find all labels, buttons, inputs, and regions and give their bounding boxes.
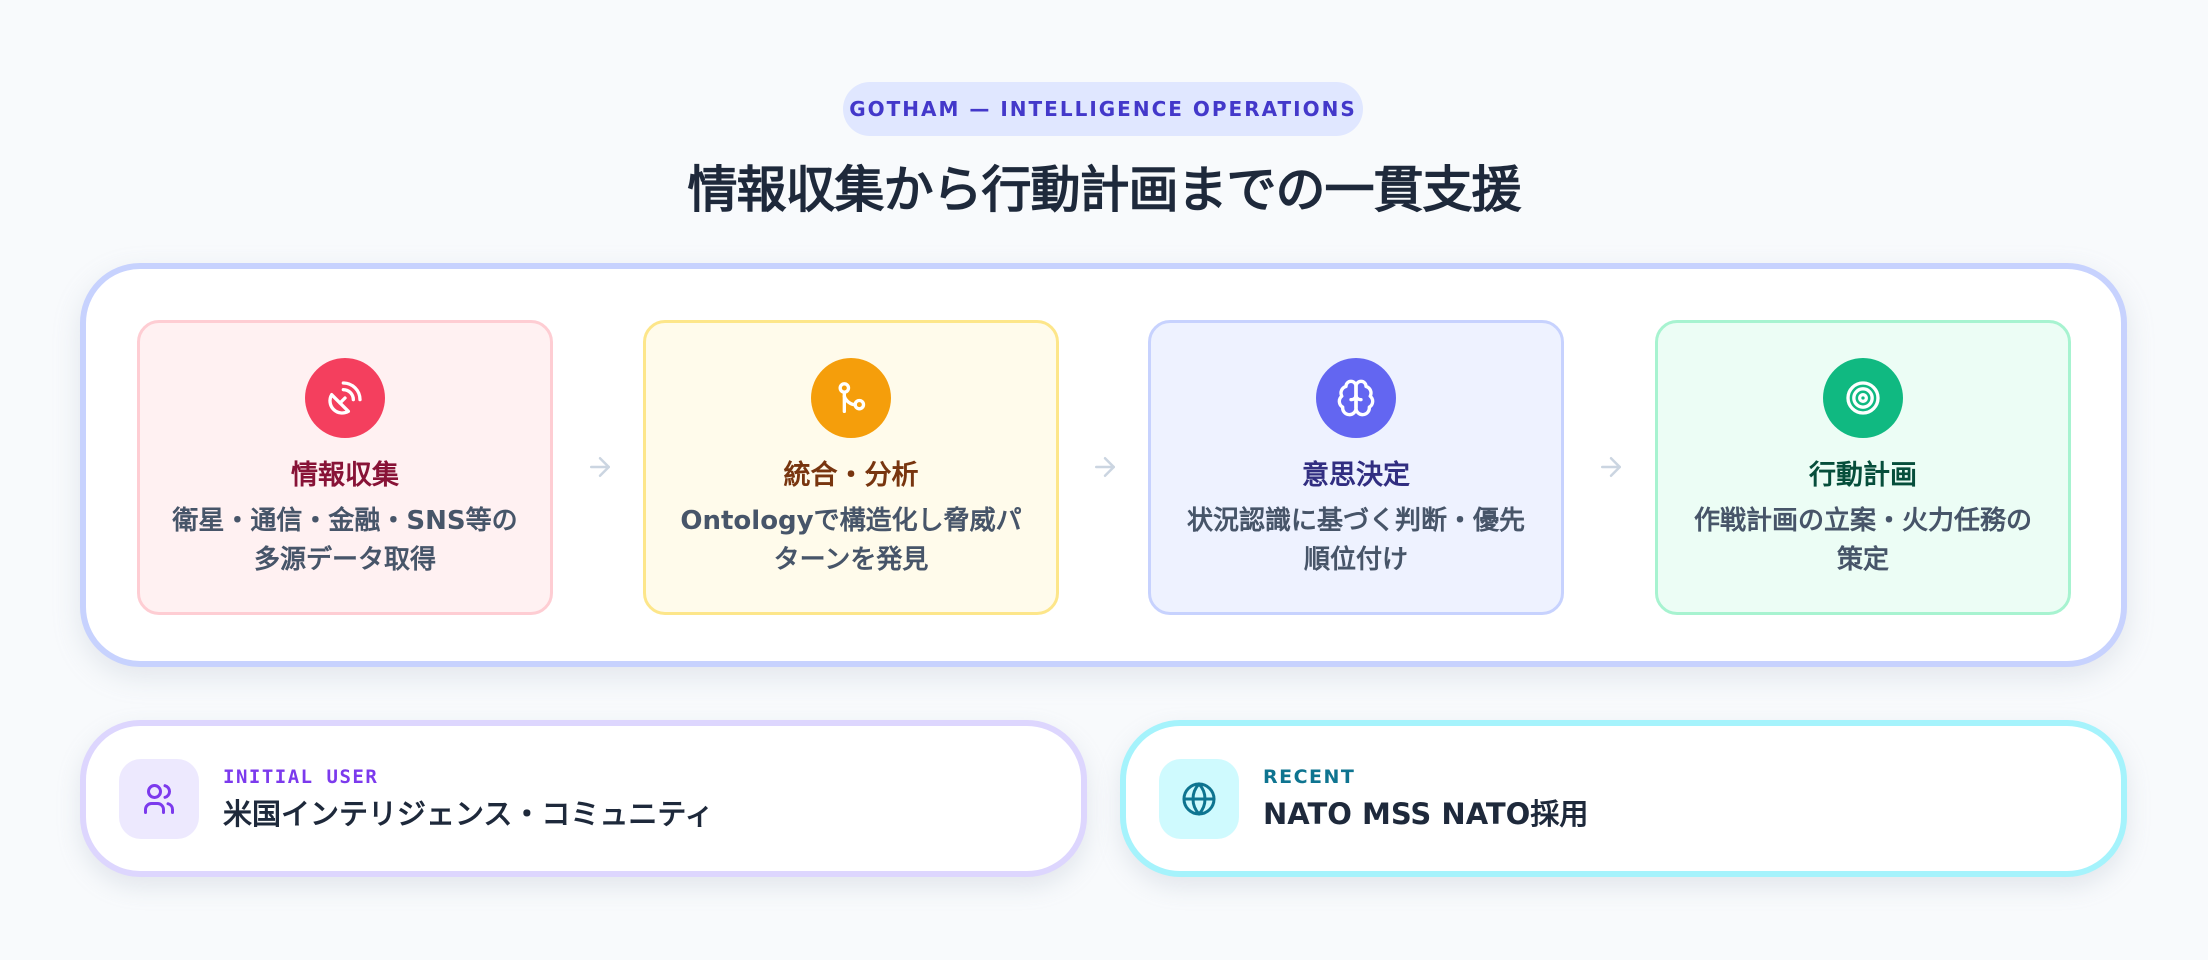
section-tag: GOTHAM — INTELLIGENCE OPERATIONS [843,82,1363,136]
step-title: 意思決定 [1302,460,1410,491]
target-icon [1823,358,1903,438]
info-label: INITIAL USER [223,765,379,788]
section-tag-label: GOTHAM — INTELLIGENCE OPERATIONS [849,97,1357,121]
step-description: Ontologyで構造化し脅威パターンを発見 [680,506,1022,575]
users-icon [119,758,199,839]
step-title: 情報収集 [291,460,399,491]
info-value: 米国インテリジェンス・コミュニティ [223,796,714,831]
step-card-analysis: 統合・分析 Ontologyで構造化し脅威パターンを発見 [643,320,1059,615]
step-card-action-plan: 行動計画 作戦計画の立案・火力任務の策定 [1655,320,2071,615]
step-title: 行動計画 [1809,460,1917,491]
step-card-collection: 情報収集 衛星・通信・金融・SNS等の多源データ取得 [137,320,553,615]
info-value: NATO MSS NATO採用 [1263,796,1589,831]
arrow-right-icon [1088,452,1122,482]
initial-user-card: INITIAL USER 米国インテリジェンス・コミュニティ [80,720,1087,877]
info-label: RECENT [1263,765,1356,788]
git-merge-icon [811,358,891,438]
globe-icon [1159,758,1239,839]
step-title: 統合・分析 [783,460,919,491]
recent-adoption-card: RECENT NATO MSS NATO採用 [1120,720,2127,877]
arrow-right-icon [583,452,617,482]
page-title: 情報収集から行動計画までの一貫支援 [687,161,1522,219]
satellite-dish-icon [305,358,385,438]
brain-icon [1316,358,1396,438]
step-card-decision: 意思決定 状況認識に基づく判断・優先順位付け [1148,320,1564,615]
step-description: 作戦計画の立案・火力任務の策定 [1693,506,2032,575]
step-description: 状況認識に基づく判断・優先順位付け [1186,506,1525,575]
step-description: 衛星・通信・金融・SNS等の多源データ取得 [172,506,518,575]
arrow-right-icon [1594,452,1628,482]
